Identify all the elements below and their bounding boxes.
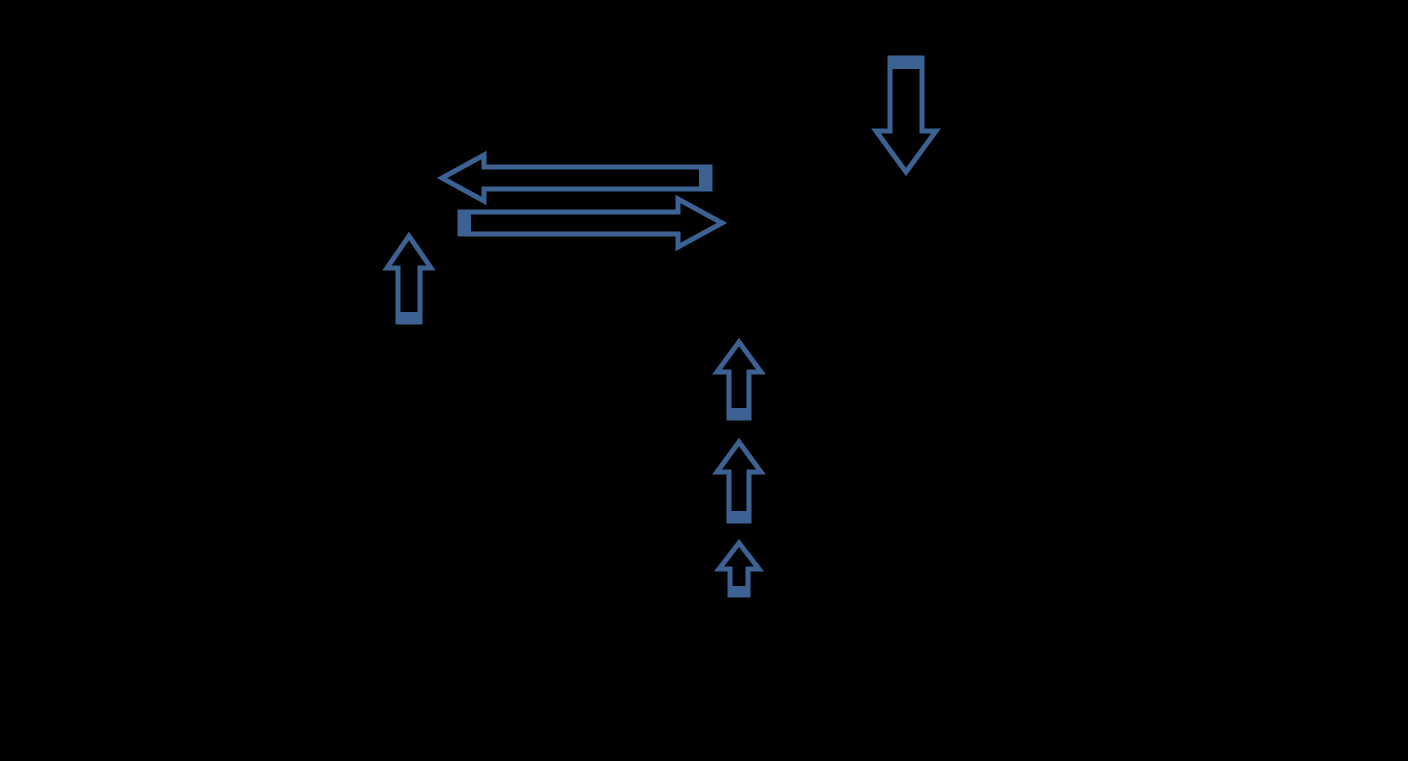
up-arrow-icon-stack-middle-outline: [712, 437, 766, 524]
up-arrow-icon-stack-bottom: [713, 538, 765, 598]
left-arrow-icon-outline: [436, 150, 713, 206]
up-arrow-icon-left-outline: [382, 231, 436, 325]
up-arrow-icon-stack-top: [712, 337, 766, 421]
down-arrow-icon-tail-cap: [890, 58, 922, 69]
up-arrow-icon-stack-middle-tail-cap: [729, 511, 749, 521]
right-arrow-icon-outline: [457, 194, 728, 252]
down-arrow-icon: [871, 55, 941, 177]
right-arrow-icon-tail-cap: [460, 212, 471, 234]
right-arrow-icon: [457, 194, 728, 252]
up-arrow-icon-stack-middle: [712, 437, 766, 524]
up-arrow-icon-left-tail-cap: [398, 312, 420, 322]
left-arrow-icon-tail-cap: [699, 167, 710, 189]
up-arrow-icon-left: [382, 231, 436, 325]
left-arrow-icon: [436, 150, 713, 206]
up-arrow-icon-stack-bottom-tail-cap: [730, 586, 748, 595]
down-arrow-icon-outline: [871, 55, 941, 177]
up-arrow-icon-stack-top-tail-cap: [729, 408, 749, 418]
up-arrow-icon-stack-top-outline: [712, 337, 766, 421]
